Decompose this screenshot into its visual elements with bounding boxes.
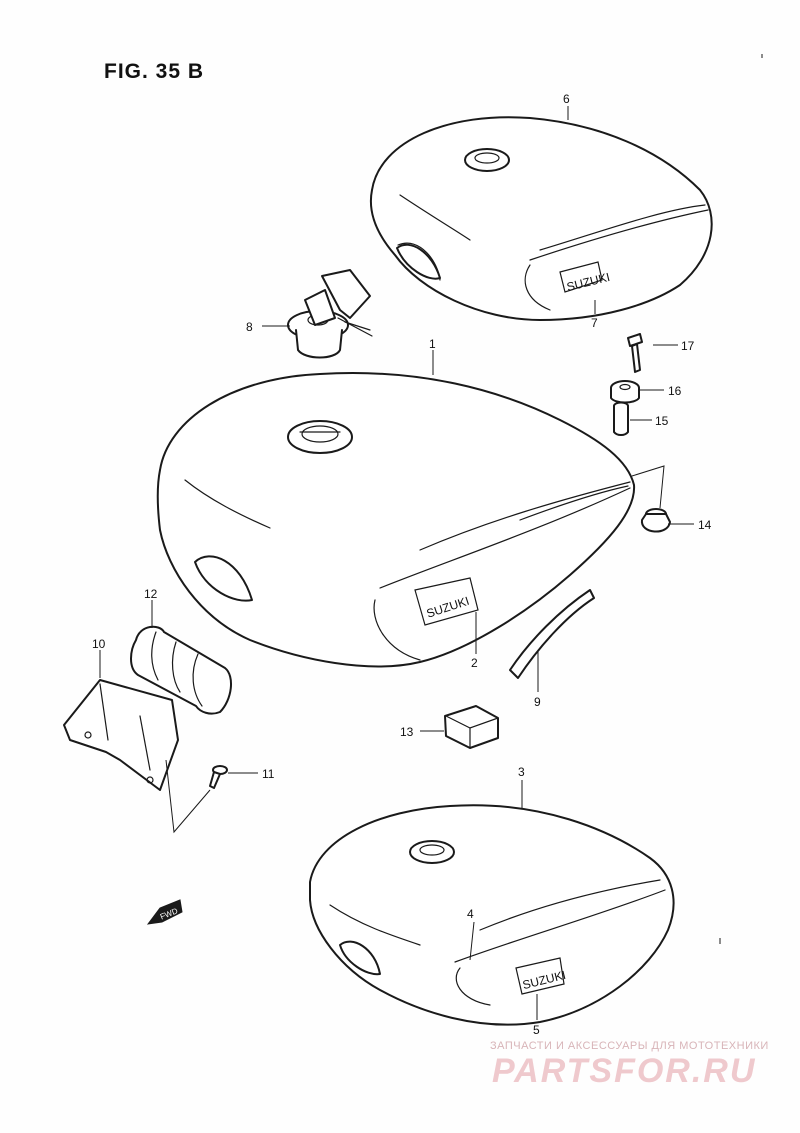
cushion-part-16 (610, 380, 640, 404)
spacer-part-15 (613, 401, 629, 436)
callout-3: 3 (518, 765, 525, 779)
callout-14: 14 (698, 518, 712, 532)
callout-12: 12 (144, 587, 158, 601)
bracket-part-10 (63, 679, 179, 791)
cushion-part-12 (130, 625, 232, 715)
fuel-tank-part-6: SUZUKI (369, 116, 713, 321)
callout-numbers: 6 7 8 1 17 16 15 14 2 9 12 10 11 13 3 4 … (92, 92, 712, 1037)
screw-part-11 (209, 765, 228, 789)
callout-1: 1 (429, 337, 436, 351)
fuel-tank-part-1: SUZUKI (156, 372, 636, 668)
forward-direction-arrow: FWD (146, 899, 183, 925)
callout-6: 6 (563, 92, 570, 106)
callout-4: 4 (467, 907, 474, 921)
callout-7: 7 (591, 316, 598, 330)
callout-2: 2 (471, 656, 478, 670)
scan-marks (719, 54, 763, 944)
watermark-text: ЗАПЧАСТИ И АКСЕССУАРЫ ДЛЯ МОТОТЕХНИКИ (490, 1040, 769, 1052)
fuel-cap-part-8 (287, 269, 373, 359)
figure-title: FIG. 35 B (104, 60, 205, 83)
callout-15: 15 (655, 414, 669, 428)
callout-8: 8 (246, 320, 253, 334)
cushion-part-14 (641, 508, 671, 533)
tape-part-9 (509, 589, 595, 679)
callout-13: 13 (400, 725, 414, 739)
fuel-tank-part-3: SUZUKI (309, 804, 675, 1026)
callout-16: 16 (668, 384, 682, 398)
pad-part-13 (444, 705, 499, 749)
bolt-part-17 (627, 333, 643, 373)
callout-9: 9 (534, 695, 541, 709)
watermark-logo: PARTSFOR.RU (492, 1052, 757, 1090)
callout-11: 11 (262, 767, 275, 781)
callout-5: 5 (533, 1023, 540, 1037)
callout-17: 17 (681, 339, 695, 353)
callout-10: 10 (92, 637, 106, 651)
leader-lines (99, 106, 694, 1020)
